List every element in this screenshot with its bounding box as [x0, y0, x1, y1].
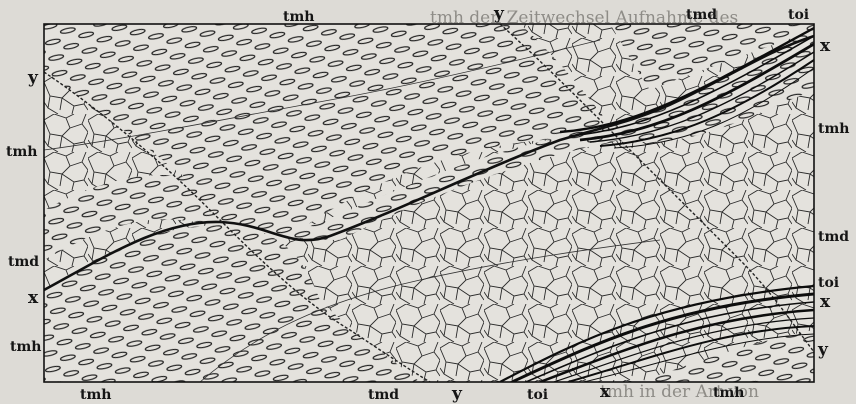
- label-right-toi: toi: [818, 276, 839, 290]
- label-bottom-y: y: [452, 386, 462, 403]
- label-right-x-2: x: [820, 294, 830, 311]
- label-top-toi: toi: [788, 8, 809, 22]
- label-left-y: y: [28, 70, 38, 87]
- label-left-tmh: tmh: [6, 145, 37, 159]
- label-bottom-tmh: tmh: [80, 388, 111, 402]
- label-bottom-x: x: [600, 384, 610, 401]
- label-right-tmd: tmd: [818, 230, 849, 244]
- label-right-tmh: tmh: [818, 122, 849, 136]
- label-left-x: x: [28, 290, 38, 307]
- label-bottom-tmd: tmd: [368, 388, 399, 402]
- label-bottom-toi: toi: [527, 388, 548, 402]
- label-bottom-tmh-2: tmh: [713, 386, 744, 400]
- label-top-y: y: [494, 6, 504, 23]
- label-right-x: x: [820, 38, 830, 55]
- label-top-tmd: tmd: [686, 8, 717, 22]
- label-top-tmh: tmh: [283, 10, 314, 24]
- label-right-y: y: [818, 342, 828, 359]
- label-left-tmd: tmd: [8, 255, 39, 269]
- label-left-tmh-2: tmh: [10, 340, 41, 354]
